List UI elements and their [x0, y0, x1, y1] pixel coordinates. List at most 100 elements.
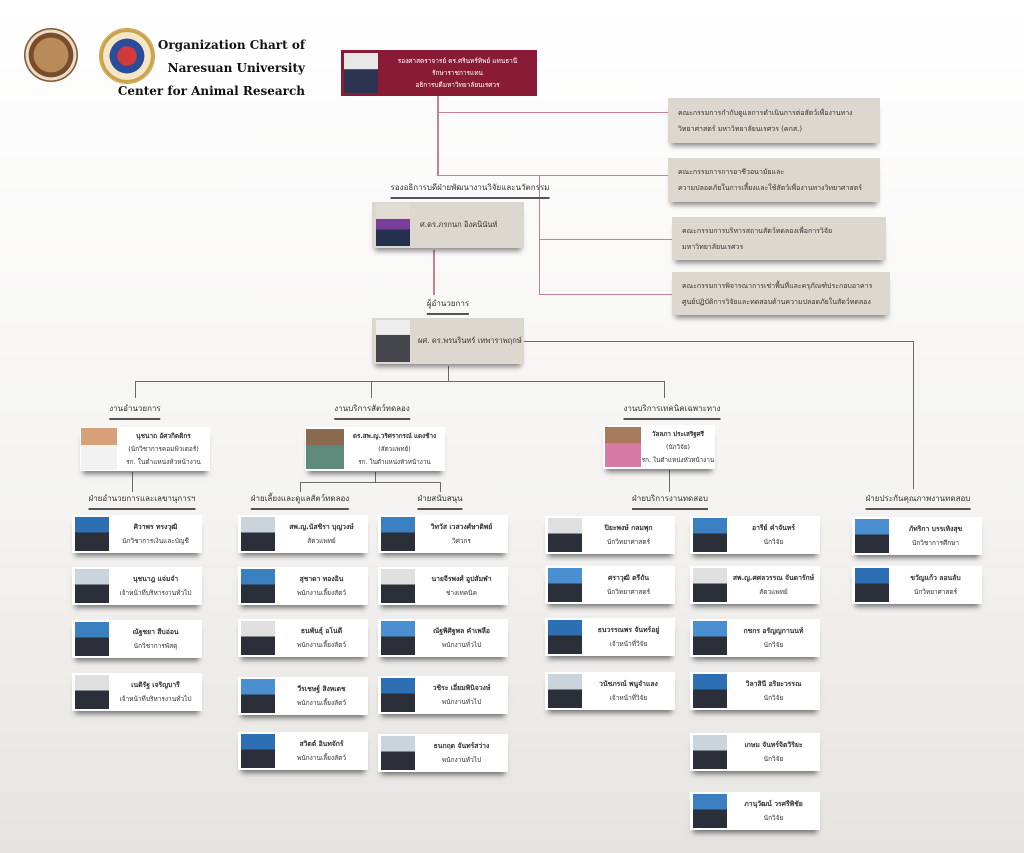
- staff-card: ณัฐพิศิฐพล คำเพลือพนักงานทั่วไป: [378, 619, 508, 657]
- staff-photo: [241, 734, 275, 768]
- connector: [375, 472, 376, 482]
- connector: [135, 381, 665, 382]
- staff-name: ธนกฤต จันทร์สว่าง: [433, 742, 490, 750]
- connector: [669, 470, 670, 492]
- staff-photo: [75, 517, 109, 551]
- unit-head-card: ดร.สพ.ญ.วริศรากรณ์ แดงช้าง (สัตวแพทย์) รก.…: [305, 427, 445, 471]
- connector: [300, 482, 301, 492]
- unit-head-note: รก. ในตำแหน่งหัวหน้างาน: [126, 457, 201, 466]
- committee-box: คณะกรรมการกำกับดูแลการดำเนินการต่อสัตว์เ…: [668, 98, 880, 143]
- connector: [433, 250, 435, 295]
- connector: [539, 175, 540, 295]
- committee-box: คณะกรรมการการอาชีวอนามัยและความปลอดภัยใน…: [668, 158, 880, 202]
- staff-name: ธนวรรณพร จันทร์อยู่: [597, 626, 660, 634]
- staff-card: เนติรัฐ เจริญบารีเจ้าหน้าที่บริหารงานทั่…: [72, 673, 202, 711]
- staff-card: ภานุวัฒน์ วรศรีพิชัยนักวิจัย: [690, 792, 820, 830]
- staff-role: พนักงานทั่วไป: [441, 698, 482, 706]
- staff-role: นักวิชาการศึกษา: [911, 539, 960, 547]
- staff-card: วีรเชษฐ์ สิงหเดชพนักงานเลี้ยงสัตว์: [238, 677, 368, 715]
- staff-photo: [241, 679, 275, 713]
- staff-role: นักวิทยาศาสตร์: [606, 588, 651, 596]
- staff-card: กชกร อรัญญกานนท์นักวิจัย: [690, 619, 820, 657]
- staff-role: นักวิจัย: [763, 814, 784, 822]
- staff-photo: [241, 569, 275, 603]
- staff-card: ธนพันธุ์ อโนดีพนักงานเลี้ยงสัตว์: [238, 619, 368, 657]
- unit-head-note: รก. ในตำแหน่งหัวหน้างาน: [641, 456, 715, 464]
- staff-role: เจ้าหน้าที่วิจัย: [609, 640, 648, 648]
- staff-card: ศราวุฒิ ตรีถันนักวิทยาศาสตร์: [545, 566, 675, 604]
- committee-text: คณะกรรมการพิจารณาการเช่าพื้นที่และครุภัณ…: [682, 281, 873, 290]
- staff-card: สุชาดา ทองอินพนักงานเลี้ยงสัตว์: [238, 567, 368, 605]
- staff-role: พนักงานเลี้ยงสัตว์: [297, 589, 346, 597]
- president-photo: [344, 53, 378, 93]
- staff-photo: [241, 621, 275, 655]
- staff-photo: [548, 620, 582, 654]
- chart-title-line-1: Organization Chart of: [157, 38, 305, 52]
- committee-text: มหาวิทยาลัยนเรศวร: [682, 242, 744, 251]
- staff-name: วชิระ เอี่ยมพินิจวงษ์: [432, 684, 491, 692]
- staff-name: ปิยะพงษ์ กลมพุก: [604, 524, 653, 532]
- unit-head-role: (สัตวแพทย์): [378, 445, 411, 453]
- staff-name: ศราวุฒิ ตรีถัน: [608, 574, 649, 582]
- staff-photo: [855, 519, 889, 553]
- committee-text: ความปลอดภัยในการเลี้ยงและใช้สัตว์เพื่องา…: [678, 184, 863, 192]
- staff-role: เจ้าหน้าที่วิจัย: [609, 694, 648, 702]
- staff-role: พนักงานเลี้ยงสัตว์: [297, 699, 346, 707]
- unit-head-card: นุชนาถ อัศวกิตติกร(นักวิชาการคอมพิวเตอร์…: [80, 427, 210, 471]
- committee-text: ศูนย์ปฏิบัติการวิจัยและทดสอบด้านความปลอด…: [682, 297, 871, 306]
- director-box: ผศ. ดร.พรนรินทร์ เทพาราพฤกษ์: [372, 318, 524, 364]
- unit-label-administration: งานอำนวยการ: [109, 402, 161, 420]
- staff-role: สัตวแพทย์: [759, 588, 788, 596]
- connector: [524, 341, 913, 342]
- unit-head-card: วัลลภา ประเสริฐศรี(นักวิจัย)รก. ในตำแหน่…: [603, 425, 715, 469]
- staff-card: สพ.ญ.นัสชิรา บุญวงษ์สัตวแพทย์: [238, 515, 368, 553]
- staff-role: เจ้าหน้าที่บริหารงานทั่วไป: [119, 589, 192, 597]
- staff-photo: [75, 622, 109, 656]
- president-box: รองศาสตราจารย์ ดร.ศรินทร์ทิพย์ แทนธานี ร…: [341, 50, 537, 96]
- vice-president-title: รองอธิการบดีฝ่ายพัฒนางานวิจัยและนวัตกรรม: [390, 181, 550, 199]
- staff-name: ธนพันธุ์ อโนดี: [300, 627, 343, 635]
- staff-name: ภัทริกา บรรเทิงสุข: [908, 525, 963, 533]
- connector: [437, 96, 439, 176]
- staff-photo: [75, 675, 109, 709]
- staff-photo: [693, 621, 727, 655]
- center-logo: [99, 28, 155, 84]
- unit-head-photo: [306, 429, 344, 469]
- staff-name: ศิวาพร ทรงวุฒิ: [133, 523, 178, 531]
- staff-photo: [693, 674, 727, 708]
- staff-name: ณัฐพิศิฐพล คำเพลือ: [432, 627, 491, 635]
- staff-name: สพ.ญ.ศศลวรรณ จันดารักษ์: [732, 574, 815, 582]
- section-label: ฝ่ายบริการงานทดสอบ: [632, 492, 708, 510]
- committee-box: คณะกรรมการบริหารสถานสัตว์ทดลองเพื่อการวิ…: [672, 217, 886, 260]
- staff-photo: [381, 569, 415, 603]
- staff-role: วิศวกร: [452, 537, 471, 545]
- president-name: รองศาสตราจารย์ ดร.ศรินทร์ทิพย์ แทนธานี: [397, 57, 518, 65]
- staff-card: เกษม จันทร์จิตวิริยะนักวิจัย: [690, 733, 820, 771]
- staff-card: วนัชภรณ์ พนูจำแลงเจ้าหน้าที่วิจัย: [545, 672, 675, 710]
- staff-card: ณัฐชยา สืบอ่อนนักวิชาการพัสดุ: [72, 620, 202, 658]
- unit-head-name: ดร.สพ.ญ.วริศรากรณ์ แดงช้าง: [352, 432, 437, 440]
- staff-photo: [693, 568, 727, 602]
- staff-name: วิทวัส เวสวงศ์ษาติพย์: [430, 523, 493, 531]
- unit-label-technical-service: งานบริการเทคนิคเฉพาะทาง: [623, 402, 721, 420]
- university-logo: [24, 28, 78, 82]
- staff-role: นักวิจัย: [763, 755, 784, 763]
- committee-text: วิทยาศาสตร์ มหาวิทยาลัยนเรศวร (คกส.): [678, 124, 803, 133]
- committee-box: คณะกรรมการพิจารณาการเช่าพื้นที่และครุภัณ…: [672, 272, 890, 315]
- staff-photo: [75, 569, 109, 603]
- staff-name: อารีย์ คำจันทร์: [751, 524, 796, 532]
- staff-card: สวิตต์ อินทจักร์พนักงานเลี้ยงสัตว์: [238, 732, 368, 770]
- unit-label-animal-service: งานบริการสัตว์ทดลอง: [334, 402, 410, 420]
- unit-head-role: (นักวิชาการคอมพิวเตอร์): [128, 444, 199, 453]
- staff-card: สพ.ญ.ศศลวรรณ จันดารักษ์สัตวแพทย์: [690, 566, 820, 604]
- staff-name: นายจีรพงศ์ อูปสัมฬา: [431, 575, 492, 583]
- section-label: ฝ่ายเลี้ยงและดูแลสัตว์ทดลอง: [250, 492, 350, 510]
- staff-card: ธนกฤต จันทร์สว่างพนักงานทั่วไป: [378, 734, 508, 772]
- unit-head-note: รก. ในตำแหน่งหัวหน้างาน: [358, 458, 431, 466]
- connector: [440, 482, 441, 492]
- staff-card: ปิยะพงษ์ กลมพุกนักวิทยาศาสตร์: [545, 516, 675, 554]
- committee-text: คณะกรรมการการอาชีวอนามัยและ: [678, 168, 785, 176]
- staff-photo: [693, 518, 727, 552]
- staff-role: นักวิจัย: [763, 538, 784, 546]
- staff-photo: [548, 674, 582, 708]
